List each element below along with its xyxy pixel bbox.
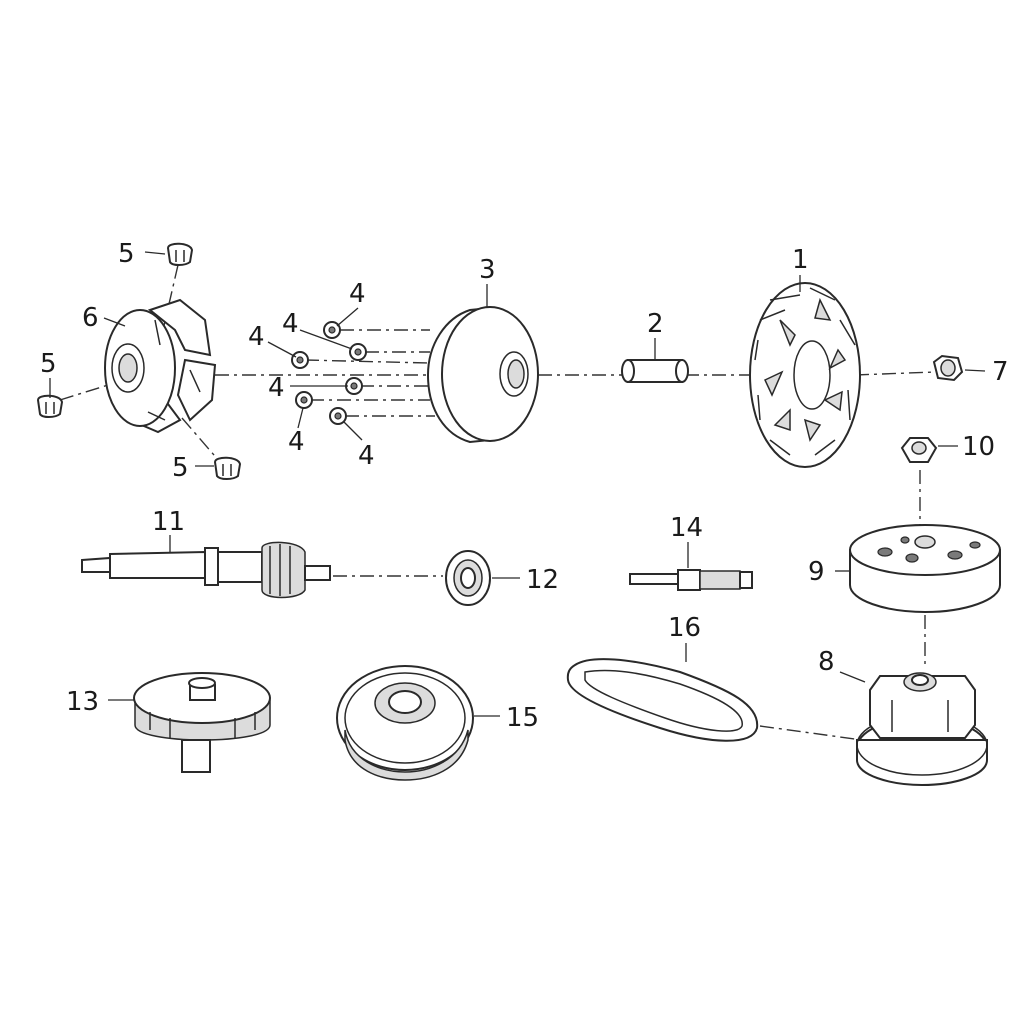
- callout-3: 3: [479, 255, 496, 285]
- callout-4: 4: [248, 322, 265, 352]
- callout-12: 12: [526, 565, 559, 595]
- callout-14: 14: [670, 513, 703, 543]
- part-15-gear: [336, 665, 474, 781]
- callout-13: 13: [66, 687, 99, 717]
- center-lines: [59, 264, 936, 741]
- callout-2: 2: [647, 309, 664, 339]
- part-1-fan-drive-face: [749, 282, 861, 468]
- part-10-nut: [900, 437, 938, 463]
- part-9-clutch-bell: [849, 524, 1001, 614]
- callout-1: 1: [792, 245, 809, 275]
- callout-4: 4: [349, 279, 366, 309]
- part-3-movable-drive-face: [426, 306, 539, 444]
- part-7-nut: [932, 354, 964, 382]
- callout-4: 4: [358, 441, 375, 471]
- callout-5: 5: [40, 349, 57, 379]
- callout-8: 8: [818, 647, 835, 677]
- callout-labels: 1 2 3 4 4 4 4 4 4 5 5 5 6 7 8 9 10 11 12…: [40, 239, 1009, 733]
- callout-5: 5: [118, 239, 135, 269]
- callout-4: 4: [268, 373, 285, 403]
- part-14-shaft: [629, 569, 753, 591]
- callout-7: 7: [992, 357, 1009, 387]
- callout-11: 11: [152, 507, 185, 537]
- part-2-sleeve: [621, 359, 689, 383]
- part-11-drive-shaft: [81, 541, 331, 599]
- part-13-gear: [133, 672, 271, 773]
- callout-6: 6: [82, 303, 99, 333]
- callout-16: 16: [668, 613, 701, 643]
- callout-10: 10: [962, 432, 995, 462]
- part-8-clutch-assembly: [856, 672, 988, 787]
- callout-15: 15: [506, 703, 539, 733]
- callout-4: 4: [282, 309, 299, 339]
- part-12-bearing: [445, 550, 491, 606]
- part-16-drive-belt: [566, 658, 759, 742]
- part-5-slider-clips: [36, 242, 242, 480]
- part-6-drive-plate: [104, 298, 217, 434]
- leader-lines: [49, 251, 986, 717]
- callout-4: 4: [288, 427, 305, 457]
- callout-9: 9: [808, 557, 825, 587]
- callout-5: 5: [172, 453, 189, 483]
